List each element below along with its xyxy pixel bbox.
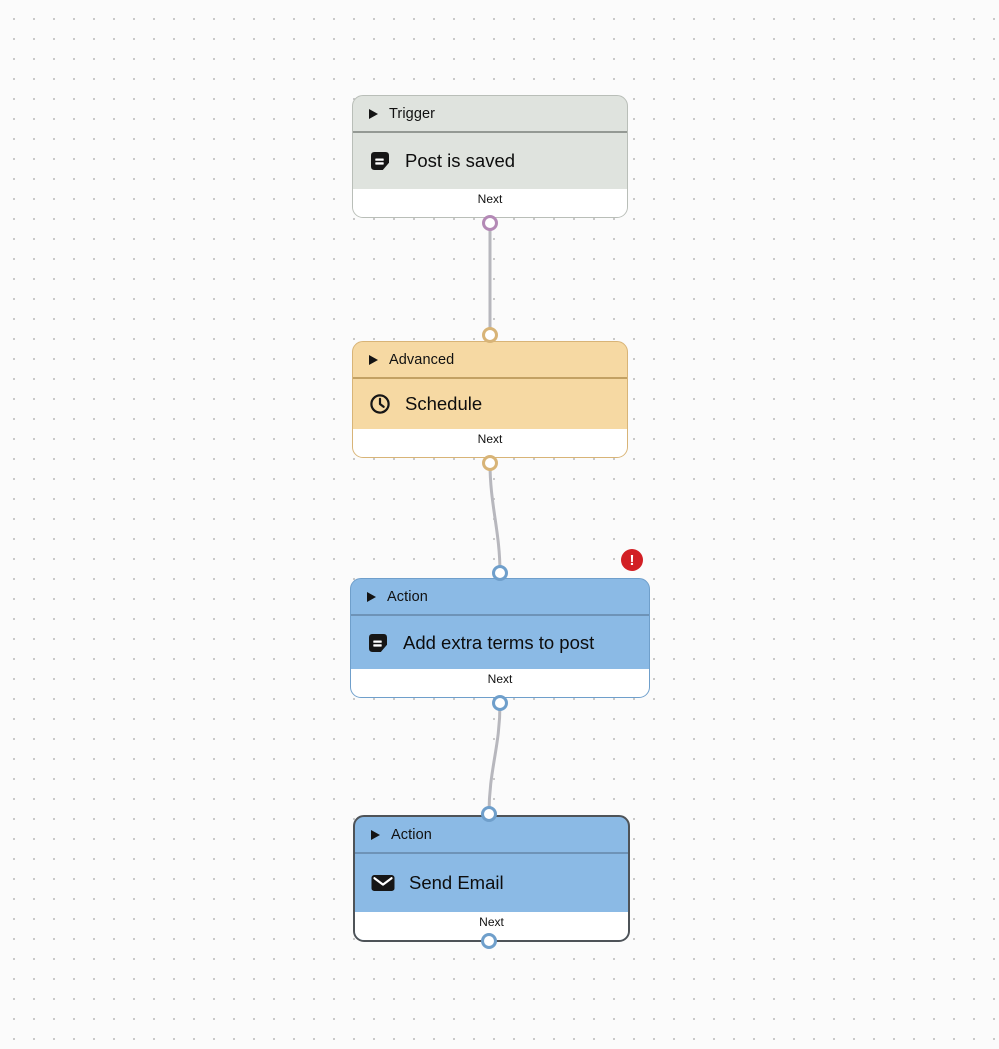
- node-header[interactable]: Action: [355, 817, 628, 854]
- document-icon: [367, 632, 389, 654]
- next-label: Next: [479, 915, 504, 929]
- input-port-advanced[interactable]: [482, 327, 498, 343]
- caret-right-icon[interactable]: [367, 591, 376, 602]
- next-label: Next: [477, 192, 503, 206]
- edge-advanced-to-action1[interactable]: [488, 461, 502, 575]
- node-category-label: Action: [391, 826, 432, 843]
- node-header[interactable]: Advanced: [353, 342, 627, 379]
- input-port-action2[interactable]: [481, 806, 497, 822]
- node-body[interactable]: Add extra terms to post: [351, 616, 649, 669]
- node-action-add-extra-terms[interactable]: Action Add extra terms to post Next: [350, 578, 650, 698]
- caret-right-icon[interactable]: [369, 354, 378, 365]
- node-footer: Next: [351, 669, 649, 697]
- node-body[interactable]: Schedule: [353, 379, 627, 429]
- caret-right-icon[interactable]: [371, 829, 380, 840]
- node-body[interactable]: Post is saved: [353, 133, 627, 189]
- output-port-action2[interactable]: [481, 933, 497, 949]
- document-icon: [369, 150, 391, 172]
- caret-right-icon[interactable]: [369, 108, 378, 119]
- node-footer: Next: [353, 189, 627, 217]
- clock-icon: [369, 393, 391, 415]
- next-label: Next: [487, 672, 513, 686]
- node-title: Schedule: [405, 393, 483, 414]
- node-header[interactable]: Trigger: [353, 96, 627, 133]
- next-label: Next: [477, 432, 503, 446]
- node-title: Post is saved: [405, 150, 516, 171]
- node-trigger-post-is-saved[interactable]: Trigger Post is saved Next: [352, 95, 628, 218]
- node-category-label: Action: [387, 588, 428, 605]
- node-header[interactable]: Action: [351, 579, 649, 616]
- error-badge[interactable]: !: [621, 549, 643, 571]
- node-body[interactable]: Send Email: [355, 854, 628, 912]
- node-title: Send Email: [409, 872, 504, 893]
- output-port-action1[interactable]: [492, 695, 508, 711]
- error-badge-symbol: !: [629, 551, 635, 569]
- node-category-label: Trigger: [389, 105, 436, 122]
- node-action-send-email[interactable]: Action Send Email Next: [353, 815, 630, 942]
- node-title: Add extra terms to post: [403, 631, 595, 653]
- output-port-advanced[interactable]: [482, 455, 498, 471]
- output-port-trigger[interactable]: [482, 215, 498, 231]
- edge-action1-to-action2[interactable]: [487, 701, 502, 816]
- envelope-icon: [371, 874, 395, 892]
- node-footer: Next: [353, 429, 627, 457]
- node-advanced-schedule[interactable]: Advanced Schedule Next: [352, 341, 628, 458]
- input-port-action1[interactable]: [492, 565, 508, 581]
- node-category-label: Advanced: [389, 351, 455, 368]
